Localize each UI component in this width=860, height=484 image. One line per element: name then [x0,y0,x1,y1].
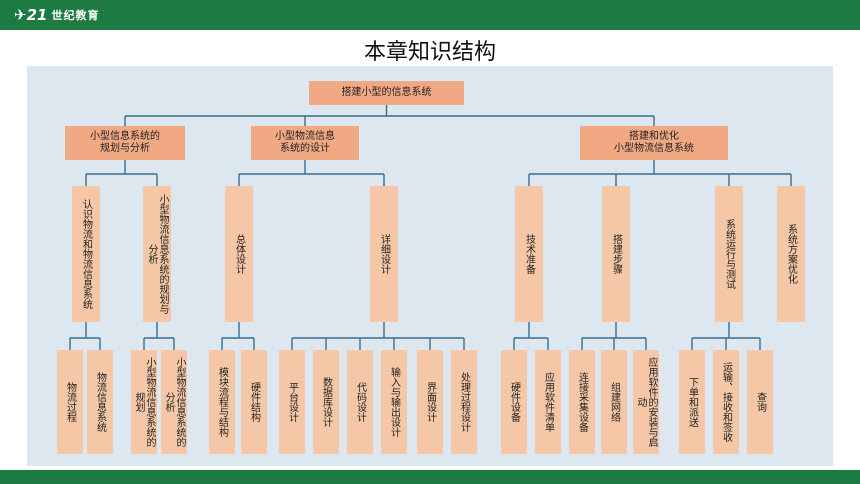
level3-node-label: 硬件设备 [508,382,520,422]
bottom-bar [0,470,860,484]
logo-brand: 世纪教育 [51,9,100,22]
level3-node-label: 下单和派送 [686,377,698,427]
level3-node-label: 处理过程设计 [458,372,470,432]
level3-node [381,350,407,454]
level3-node [241,350,267,454]
top-bar: ✈21 世纪教育 [0,0,860,30]
level3-node [713,350,739,454]
level3-node [313,350,339,454]
structure-diagram [57,81,805,454]
level3-node-label: 代码设计 [354,382,366,422]
level3-node-label: 平台设计 [286,382,298,422]
root-node [309,81,464,105]
level3-node [209,350,235,454]
level3-node [569,350,595,454]
level2-node-label: 认识物流和物流信息系统 [80,199,92,309]
level3-node [131,350,157,454]
level1-node [251,126,359,160]
level2-node-label: 搭建步骤 [610,234,622,274]
level2-node [143,186,171,322]
level3-node-label: 小型物流信息系统的规划 [133,357,155,447]
level3-node-label: 应用软件清单 [542,372,554,432]
level2-node [370,186,398,322]
level3-node-label: 查询 [754,392,766,412]
level3-node [633,350,659,454]
level3-node [451,350,477,454]
level2-node-label: 小型物流信息系统的规划与分析 [146,194,168,314]
level3-node [601,350,627,454]
level3-node [747,350,773,454]
level3-node [501,350,527,454]
level3-node-label: 界面设计 [424,382,436,422]
level1-node-label: 小型信息系统的 规划与分析 [90,131,160,154]
level2-node [602,186,630,322]
level2-node-label: 系统方案优化 [785,224,797,284]
level3-node [161,350,187,454]
level3-node [347,350,373,454]
level3-node-label: 小型物流信息系统的分析 [163,357,185,447]
level3-node-label: 硬件结构 [248,382,260,422]
level3-node [417,350,443,454]
level3-node-label: 组建网络 [608,382,620,422]
level2-node-label: 技术准备 [523,234,535,274]
level1-node [580,126,728,160]
root-node-label: 搭建小型的信息系统 [341,87,432,98]
logo-mark: ✈21 [14,6,48,24]
level3-node [535,350,561,454]
level1-node-label: 搭建和优化 小型物流信息系统 [614,131,694,154]
level3-node [87,350,113,454]
level3-node-label: 模块流程与结构 [216,367,228,437]
level2-node-label: 总体设计 [233,234,245,274]
level3-node-label: 输入与输出设计 [388,367,400,437]
level2-node [515,186,543,322]
level3-node-label: 应用软件的安装与启动 [635,357,657,447]
level2-node-label: 系统运行与测试 [723,219,735,289]
level1-node [65,126,185,160]
level3-node [57,350,83,454]
diagram-panel: 搭建小型的信息系统小型信息系统的 规划与分析 小型物流信息 系统的设计 搭建和优化 … [27,66,833,466]
level1-node-label: 小型物流信息 系统的设计 [275,131,335,154]
level2-node [715,186,743,322]
level3-node-label: 运输、接收和签收 [720,362,732,442]
logo: ✈21 世纪教育 [14,4,99,26]
level3-node [279,350,305,454]
level3-node-label: 数据库设计 [320,377,332,427]
level2-node [777,186,805,322]
level3-node-label: 物流过程 [64,382,76,422]
level2-node [225,186,253,322]
level3-node-label: 连接采集设备 [576,372,588,432]
page-title: 本章知识结构 [363,40,496,65]
level3-node [679,350,705,454]
level2-node-label: 详细设计 [378,234,390,274]
level2-node [72,186,100,322]
level3-node-label: 物流信息系统 [94,372,106,432]
